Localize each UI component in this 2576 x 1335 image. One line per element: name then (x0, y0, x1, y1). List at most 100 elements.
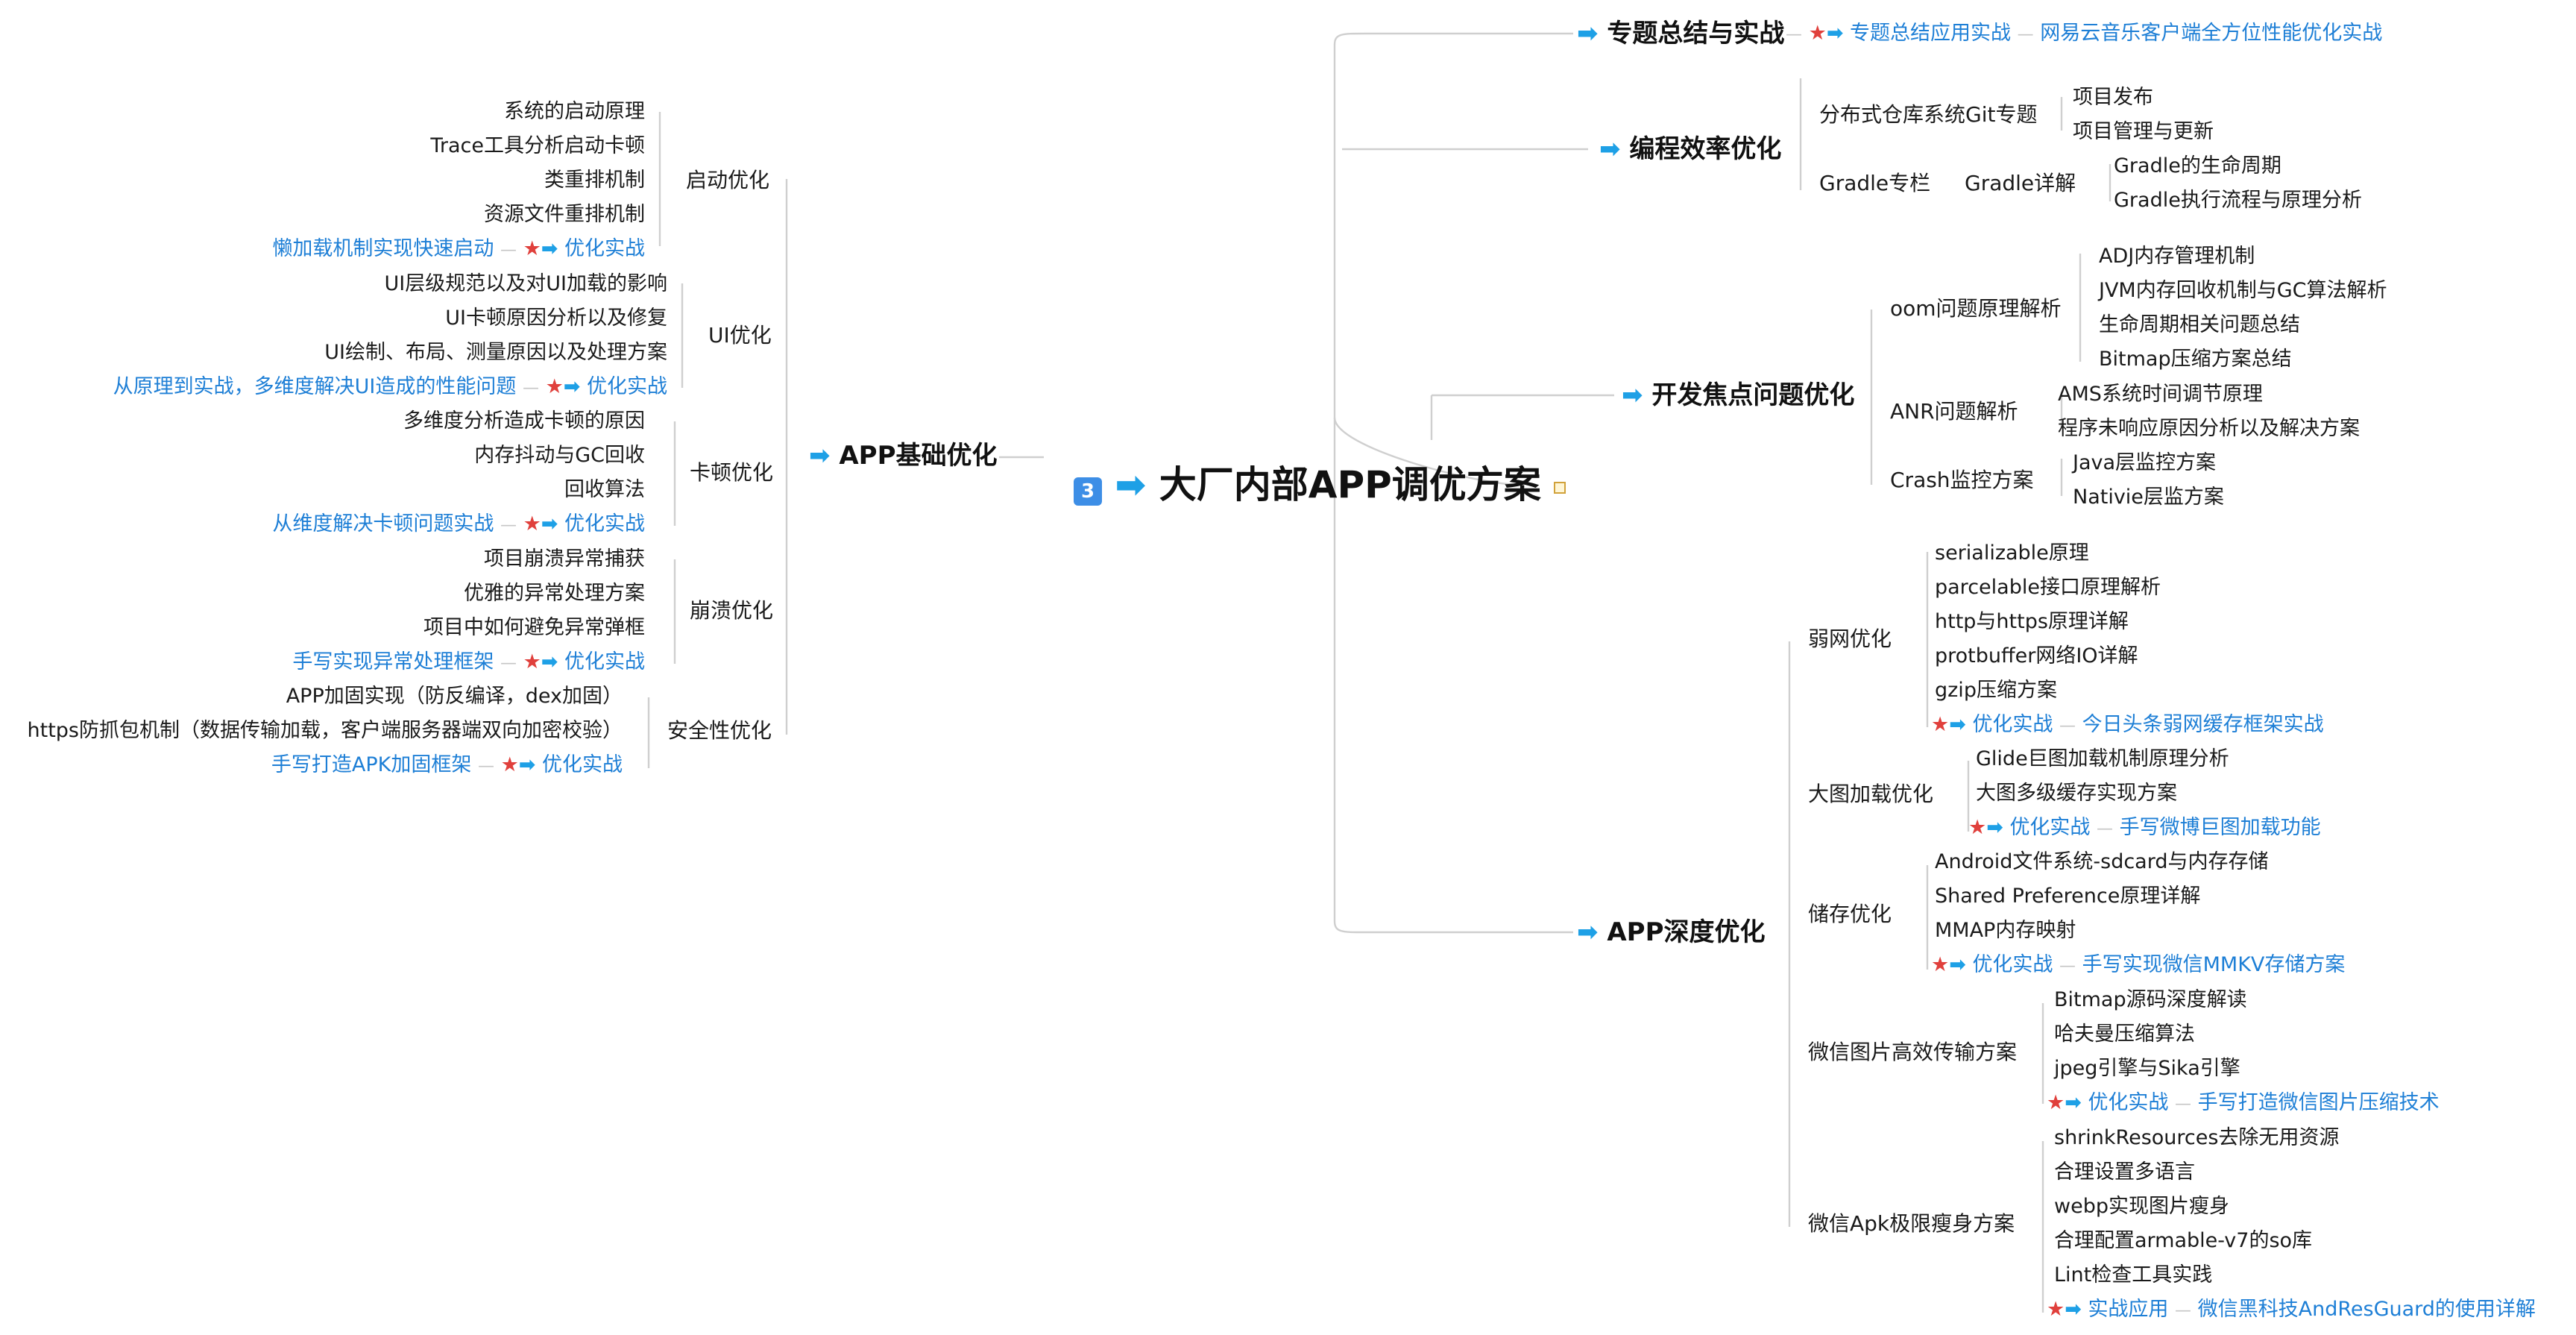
group-label[interactable]: 微信图片高效传输方案 (1808, 1040, 2018, 1064)
group-label[interactable]: 卡顿优化 (690, 460, 774, 485)
leaf-item[interactable]: 生命周期相关问题总结 (2099, 313, 2300, 336)
group-label[interactable]: 储存优化 (1808, 902, 1892, 926)
leaf-item[interactable]: 资源文件重排机制 (484, 203, 645, 226)
practice-row[interactable]: ★➡ 优化实战 — 手写打造微信图片压缩技术 (2047, 1091, 2440, 1114)
leaf-item[interactable]: APP加固实现（防反编译，dex加固） (286, 685, 623, 708)
leaf-item[interactable]: 项目发布 (2073, 86, 2153, 109)
group-label[interactable]: Gradle专栏 (1819, 171, 1931, 195)
leaf-item[interactable]: ADJ内存管理机制 (2099, 245, 2255, 268)
practice-row[interactable]: ★➡ 优化实战 — 手写实现微信MMKV存储方案 (1931, 953, 2346, 976)
leaf-item[interactable]: 类重排机制 (544, 169, 645, 192)
group-label[interactable]: 崩溃优化 (690, 598, 774, 623)
practice-link[interactable]: 手写打造APK加固框架 (271, 753, 472, 776)
group-label[interactable]: 大图加载优化 (1808, 782, 1934, 806)
leaf-item[interactable]: UI绘制、布局、测量原因以及处理方案 (324, 341, 667, 364)
group-label[interactable]: Crash监控方案 (1890, 468, 2034, 492)
star-icon: ★ (545, 375, 564, 398)
leaf-item[interactable]: https防抓包机制（数据传输加载，客户端服务器端双向加密校验） (27, 719, 623, 742)
main-topic-topics[interactable]: ➡ 专题总结与实战 (1577, 21, 1784, 46)
arrow-right-icon: ➡ (541, 512, 558, 535)
practice-row[interactable]: ★➡ 优化实战 — 手写微博巨图加载功能 (1968, 816, 2321, 839)
group-label[interactable]: ANR问题解析 (1890, 399, 2018, 424)
leaf-item[interactable]: 程序未响应原因分析以及解决方案 (2058, 417, 2360, 440)
practice-row[interactable]: ★➡ 实战应用 — 微信黑科技AndResGuard的使用详解 (2047, 1298, 2536, 1321)
leaf-item[interactable]: UI层级规范以及对UI加载的影响 (384, 272, 667, 295)
leaf-item[interactable]: Trace工具分析启动卡顿 (430, 134, 645, 157)
practice-row[interactable]: ★➡ 优化实战 — 今日头条弱网缓存框架实战 (1931, 713, 2324, 736)
leaf-item[interactable]: Nativie层监方案 (2073, 486, 2224, 509)
star-icon: ★ (523, 512, 541, 535)
leaf-item[interactable]: 合理设置多语言 (2054, 1160, 2195, 1184)
main-topic-app-basic[interactable]: ➡ APP基础优化 (809, 443, 998, 468)
main-topic-focus[interactable]: ➡ 开发焦点问题优化 (1622, 383, 1854, 408)
practice-link[interactable]: 手写微博巨图加载功能 (2119, 816, 2321, 839)
leaf-item[interactable]: jpeg引擎与Sika引擎 (2054, 1057, 2240, 1080)
leaf-item[interactable]: 内存抖动与GC回收 (474, 444, 645, 467)
leaf-item[interactable]: Gradle执行流程与原理分析 (2114, 189, 2362, 212)
practice-link[interactable]: 微信黑科技AndResGuard的使用详解 (2197, 1298, 2536, 1321)
practice-link[interactable]: 从原理到实战，多维度解决UI造成的性能问题 (113, 375, 517, 398)
leaf-item[interactable]: 项目中如何避免异常弹框 (423, 616, 645, 639)
leaf-item[interactable]: 优雅的异常处理方案 (464, 582, 645, 605)
practice-link[interactable]: 从维度解决卡顿问题实战 (272, 512, 494, 535)
main-topic-efficiency[interactable]: ➡ 编程效率优化 (1599, 136, 1781, 162)
practice-label: 优化实战 (564, 237, 645, 260)
group-label[interactable]: 弱网优化 (1808, 626, 1892, 651)
leaf-item[interactable]: Android文件系统-sdcard与内存存储 (1935, 850, 2269, 873)
leaf-item[interactable]: MMAP内存映射 (1935, 919, 2076, 942)
practice-link[interactable]: 手写实现异常处理框架 (292, 650, 494, 673)
root-node[interactable]: 3 ➡ 大厂内部APP调优方案 (1074, 466, 1566, 506)
leaf-item[interactable]: webp实现图片瘦身 (2054, 1195, 2229, 1218)
leaf-item[interactable]: protbuffer网络IO详解 (1935, 644, 2138, 668)
practice-link[interactable]: 网易云音乐客户端全方位性能优化实战 (2040, 22, 2383, 45)
leaf-item[interactable]: Shared Preference原理详解 (1935, 885, 2201, 908)
practice-link[interactable]: 手写打造微信图片压缩技术 (2197, 1091, 2440, 1114)
group-label[interactable]: 微信Apk极限瘦身方案 (1808, 1211, 2015, 1236)
leaf-item[interactable]: Gradle的生命周期 (2114, 154, 2281, 178)
leaf-item[interactable]: Bitmap压缩方案总结 (2099, 348, 2292, 371)
leaf-item[interactable]: 回收算法 (564, 478, 645, 501)
practice-row[interactable]: 手写打造APK加固框架 — ★➡ 优化实战 (271, 753, 623, 776)
practice-link[interactable]: 今日头条弱网缓存框架实战 (2082, 713, 2324, 736)
leaf-item[interactable]: serializable原理 (1935, 541, 2089, 565)
practice-row[interactable]: 从原理到实战，多维度解决UI造成的性能问题 — ★➡ 优化实战 (113, 375, 667, 398)
leaf-item[interactable]: 哈夫曼压缩算法 (2054, 1023, 2195, 1046)
leaf-item[interactable]: 项目崩溃异常捕获 (484, 547, 645, 571)
leaf-item[interactable]: 系统的启动原理 (504, 100, 645, 123)
leaf-item[interactable]: 项目管理与更新 (2073, 120, 2214, 143)
group-label[interactable]: 分布式仓库系统Git专题 (1819, 102, 2038, 127)
group-label[interactable]: 启动优化 (686, 168, 770, 192)
practice-row[interactable]: 从维度解决卡顿问题实战 — ★➡ 优化实战 (272, 512, 645, 535)
arrow-right-icon: ➡ (1986, 816, 2003, 839)
leaf-item[interactable]: 合理配置armable-v7的so库 (2054, 1229, 2313, 1252)
leaf-item[interactable]: gzip压缩方案 (1935, 679, 2057, 702)
leaf-item[interactable]: shrinkResources去除无用资源 (2054, 1126, 2340, 1149)
leaf-item[interactable]: 多维度分析造成卡顿的原因 (403, 409, 645, 433)
leaf-item[interactable]: Java层监控方案 (2073, 451, 2217, 474)
leaf-item[interactable]: 大图多级缓存实现方案 (1976, 782, 2177, 805)
leaf-item[interactable]: Lint检查工具实践 (2054, 1263, 2213, 1287)
main-topic-deep[interactable]: ➡ APP深度优化 (1577, 920, 1766, 945)
group-label[interactable]: oom问题原理解析 (1890, 296, 2062, 321)
star-icon: ★ (500, 753, 519, 776)
practice-link[interactable]: 手写实现微信MMKV存储方案 (2082, 953, 2346, 976)
leaf-item[interactable]: JVM内存回收机制与GC算法解析 (2099, 279, 2387, 302)
practice-row[interactable]: 手写实现异常处理框架 — ★➡ 优化实战 (292, 650, 645, 673)
leaf-item[interactable]: Glide巨图加载机制原理分析 (1976, 747, 2229, 770)
group-label[interactable]: UI优化 (708, 323, 772, 348)
leaf-item[interactable]: AMS系统时间调节原理 (2058, 383, 2263, 406)
practice-row[interactable]: — ★➡ 专题总结应用实战 — 网易云音乐客户端全方位性能优化实战 (1786, 22, 2383, 45)
group-label[interactable]: Gradle详解 (1965, 171, 2076, 195)
arrow-right-icon: ➡ (2065, 1091, 2082, 1114)
leaf-item[interactable]: http与https原理详解 (1935, 610, 2129, 633)
group-label[interactable]: 安全性优化 (667, 718, 772, 743)
practice-label: 优化实战 (564, 650, 645, 673)
leaf-item[interactable]: UI卡顿原因分析以及修复 (445, 307, 667, 330)
leaf-item[interactable]: parcelable接口原理解析 (1935, 576, 2161, 599)
practice-label: 优化实战 (2088, 1091, 2169, 1114)
practice-link[interactable]: 懒加载机制实现快速启动 (272, 237, 494, 260)
leaf-item[interactable]: Bitmap源码深度解读 (2054, 988, 2247, 1011)
practice-label: 优化实战 (542, 753, 623, 776)
practice-row[interactable]: 懒加载机制实现快速启动 — ★➡ 优化实战 (272, 237, 645, 260)
